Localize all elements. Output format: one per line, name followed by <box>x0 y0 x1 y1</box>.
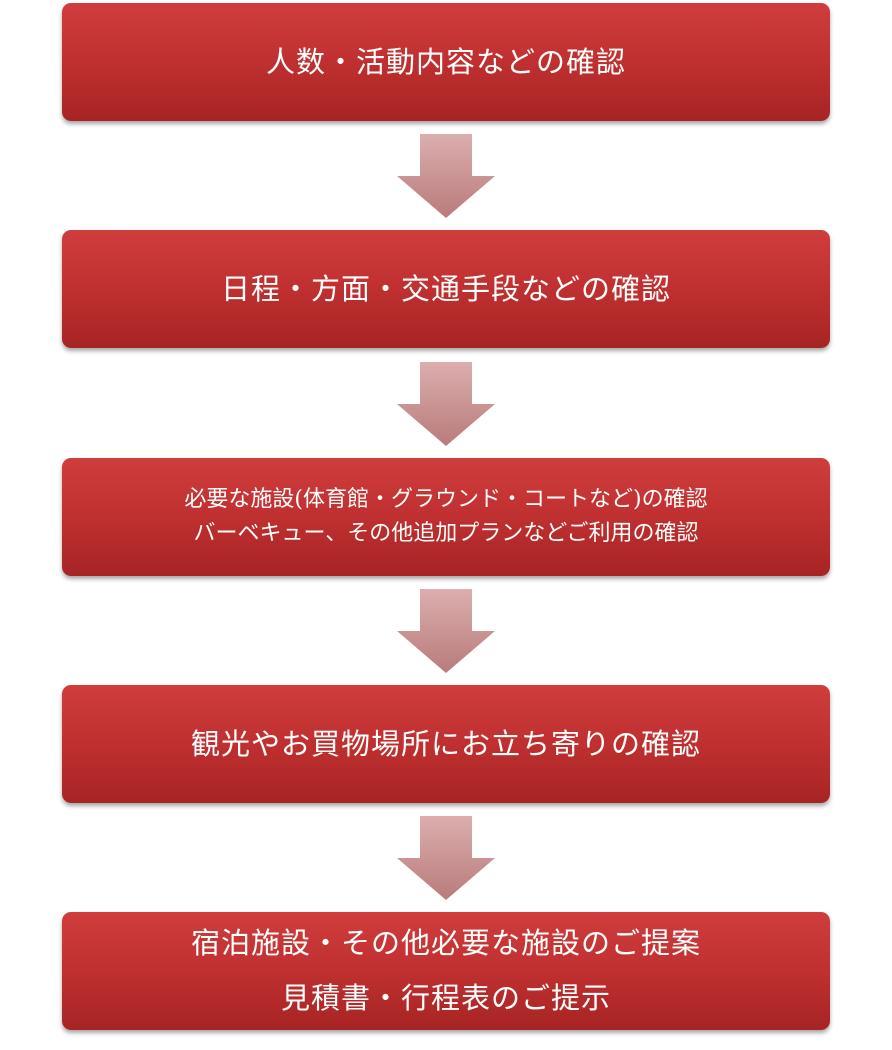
flow-step-3: 必要な施設(体育館・グラウンド・コートなど)の確認 バーベキュー、その他追加プラ… <box>62 458 830 576</box>
flow-step-3-text-line-1: 必要な施設(体育館・グラウンド・コートなど)の確認 <box>184 486 708 512</box>
down-arrow-icon <box>397 589 495 673</box>
down-arrow-icon <box>397 816 495 900</box>
flow-step-1: 人数・活動内容などの確認 <box>62 3 830 121</box>
flow-step-4-text: 観光やお買物場所にお立ち寄りの確認 <box>190 726 701 761</box>
flow-step-1-text: 人数・活動内容などの確認 <box>265 44 626 79</box>
flow-step-5: 宿泊施設・その他必要な施設のご提案 見積書・行程表のご提示 <box>62 912 830 1030</box>
down-arrow-icon <box>397 362 495 446</box>
flow-step-5-text-line-2: 見積書・行程表のご提示 <box>280 981 611 1015</box>
flow-step-2: 日程・方面・交通手段などの確認 <box>62 230 830 348</box>
flow-step-2-text: 日程・方面・交通手段などの確認 <box>220 271 671 306</box>
flow-step-3-text-line-2: バーベキュー、その他追加プランなどご利用の確認 <box>193 521 699 546</box>
flow-step-4: 観光やお買物場所にお立ち寄りの確認 <box>62 685 830 803</box>
down-arrow-icon <box>397 134 495 218</box>
flow-step-5-text-line-1: 宿泊施設・その他必要な施設のご提案 <box>190 925 701 960</box>
